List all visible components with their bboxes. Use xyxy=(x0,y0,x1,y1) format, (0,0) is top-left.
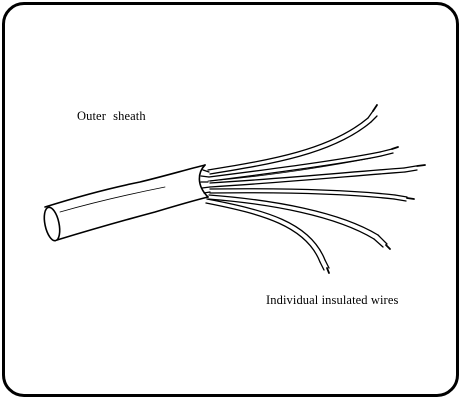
sheath-highlight xyxy=(60,187,165,212)
insulated-wires xyxy=(206,105,425,273)
outer-sheath-label: Outer sheath xyxy=(77,109,146,124)
insulated-wires-label: Individual insulated wires xyxy=(266,293,398,308)
wire-4 xyxy=(210,189,414,201)
wire-1 xyxy=(208,105,377,174)
sheath-bottom-edge xyxy=(57,197,208,240)
sheath-top-edge xyxy=(45,165,205,207)
sheath-end-cap xyxy=(42,206,63,242)
outer-sheath xyxy=(42,165,210,242)
wire-5 xyxy=(208,195,390,249)
